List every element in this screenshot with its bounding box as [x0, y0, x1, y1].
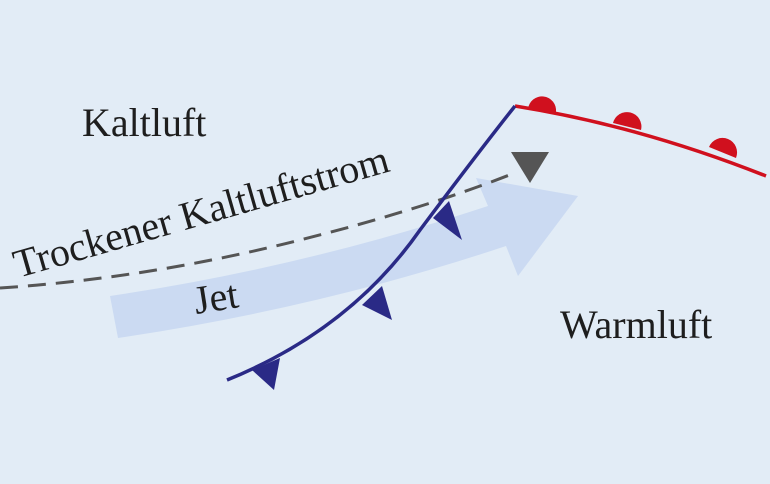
- warm-front-semicircle: [613, 112, 642, 130]
- warm-air-label: Warmluft: [560, 302, 712, 347]
- warm-front-semicircle: [528, 96, 557, 112]
- warm-front-semicircle: [709, 137, 738, 158]
- warm-front: [514, 96, 767, 178]
- dry-stream-arrowhead: [511, 152, 549, 183]
- cold-front-triangle: [252, 358, 280, 390]
- cold-front: [226, 104, 517, 390]
- cold-air-label: Kaltluft: [82, 100, 206, 145]
- jet-arrow: [110, 178, 578, 338]
- cold-front-triangle: [433, 201, 462, 240]
- cold-front-triangle: [362, 286, 392, 320]
- jet-label: Jet: [190, 271, 241, 322]
